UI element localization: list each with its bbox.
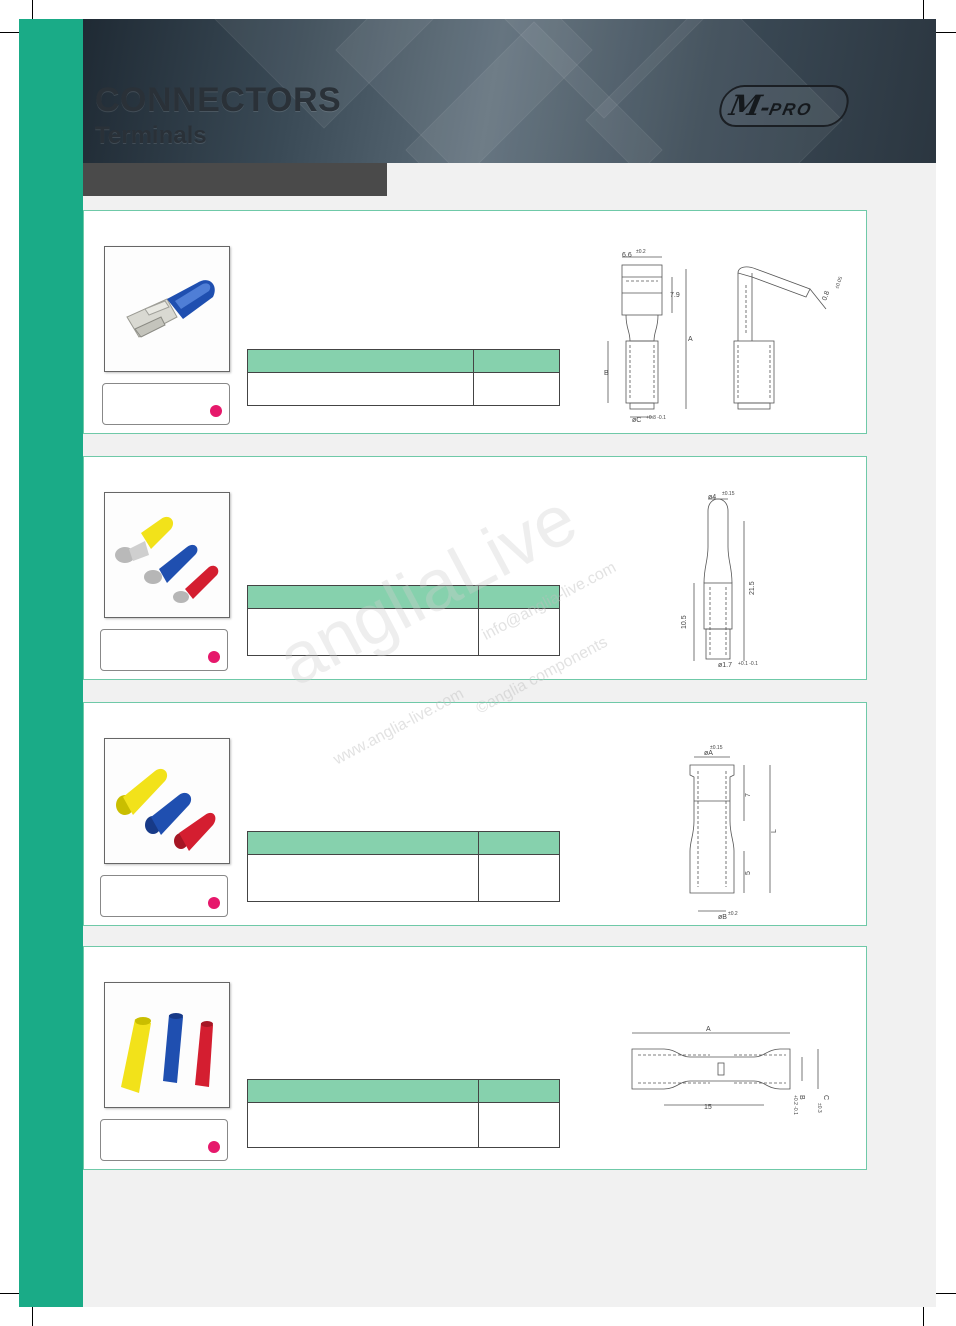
product-photo <box>104 982 230 1108</box>
brand-sidebar-stripe <box>19 19 83 1307</box>
spec-header-cell <box>247 831 479 855</box>
status-dot <box>208 1141 220 1153</box>
product-panel-female-bullet: øA ±0.15 7 5 L øB ±0.2 <box>83 702 867 926</box>
spec-cell <box>247 854 479 902</box>
piggyback-terminal-image <box>105 247 229 371</box>
crop-mark <box>934 32 956 33</box>
crop-mark <box>923 1304 924 1326</box>
spec-cell <box>247 1102 479 1148</box>
section-band <box>83 163 387 196</box>
crop-mark <box>0 32 22 33</box>
crop-mark <box>934 1293 956 1294</box>
dim-label: B <box>604 370 609 377</box>
dim-label: ±0.15 <box>710 745 723 751</box>
dimension-drawing: A 15 B +0.2 -0.1 C ±0.3 <box>614 1019 844 1119</box>
crop-mark <box>32 0 33 22</box>
page-header: CONNECTORS Terminals M-PRO <box>83 19 936 163</box>
spec-table <box>247 831 560 902</box>
product-panel-butt-connector: A 15 B +0.2 -0.1 C ±0.3 <box>83 946 867 1170</box>
spec-header-cell <box>247 585 479 609</box>
crop-mark <box>0 1293 22 1294</box>
spec-header-cell <box>478 1079 560 1103</box>
product-photo <box>104 246 230 372</box>
male-bullet-terminal-image <box>105 493 229 617</box>
dim-label: ±0.3 <box>816 1103 822 1113</box>
spec-header-cell <box>478 585 560 609</box>
spec-table <box>247 585 560 656</box>
spec-table <box>247 1079 560 1148</box>
dimension-drawing: ø4 ±0.15 21.5 10.5 ø1.7 +0.1 -0.1 <box>674 491 774 671</box>
dim-label: ±0.05 <box>834 276 844 290</box>
dim-label: ±0.2 <box>728 911 738 917</box>
product-photo <box>104 492 230 618</box>
spec-header-cell <box>247 1079 479 1103</box>
spec-cell <box>478 1102 560 1148</box>
spec-cell <box>247 372 474 406</box>
dim-label: +0.2 -0.1 <box>792 1095 798 1115</box>
female-bullet-terminal-image <box>105 739 229 863</box>
dim-label: A <box>688 336 693 343</box>
dim-label: 6.6 <box>622 252 632 259</box>
product-panel-male-bullet: ø4 ±0.15 21.5 10.5 ø1.7 +0.1 -0.1 <box>83 456 867 680</box>
dim-label: 7.9 <box>670 292 680 299</box>
status-dot <box>210 405 222 417</box>
spec-header-cell <box>247 349 474 373</box>
dim-label: 7 <box>745 793 752 797</box>
part-code-box <box>100 1119 228 1161</box>
dim-label: ±0.15 <box>722 491 735 497</box>
crop-mark <box>32 1304 33 1326</box>
dim-label: A <box>706 1026 711 1033</box>
dim-label: øB <box>718 914 727 921</box>
spec-cell <box>478 854 560 902</box>
part-code-box <box>100 629 228 671</box>
spec-cell <box>473 372 560 406</box>
dim-label: 10.5 <box>681 615 688 629</box>
dim-label: L <box>771 829 778 833</box>
dim-label: ±0.2 <box>636 249 646 255</box>
dim-label: C <box>822 1095 829 1100</box>
part-code-box <box>102 383 230 425</box>
spec-header-cell <box>473 349 560 373</box>
dim-label: øC <box>632 417 641 424</box>
dim-label: 21.5 <box>749 581 756 595</box>
dim-label: +0.3 -0.1 <box>646 415 666 421</box>
dim-label: 0.8 <box>821 290 831 302</box>
spec-header-cell <box>478 831 560 855</box>
crop-mark <box>923 0 924 22</box>
status-dot <box>208 897 220 909</box>
product-photo <box>104 738 230 864</box>
dim-label: B <box>798 1095 805 1100</box>
brand-logo: M-PRO <box>715 85 853 127</box>
page-subtitle: Terminals <box>95 122 207 149</box>
spec-table <box>247 349 560 406</box>
dim-label: ø4 <box>708 494 716 501</box>
dim-label: 5 <box>745 871 752 875</box>
dimension-drawing: 6.6 ±0.2 7.9 A B øC +0.3 -0.1 0.8 ±0.05 <box>596 245 856 427</box>
dim-label: øA <box>704 750 713 757</box>
product-panel-piggyback: 6.6 ±0.2 7.9 A B øC +0.3 -0.1 0.8 ±0.05 <box>83 210 867 434</box>
part-code-box <box>100 875 228 917</box>
dim-label: 15 <box>704 1104 712 1111</box>
dim-label: +0.1 -0.1 <box>738 661 758 667</box>
spec-cell <box>247 608 479 656</box>
dim-label: ø1.7 <box>718 662 732 669</box>
butt-connector-image <box>105 983 229 1107</box>
brand-logo-text: M-PRO <box>726 89 815 122</box>
dimension-drawing: øA ±0.15 7 5 L øB ±0.2 <box>678 741 788 923</box>
spec-cell <box>478 608 560 656</box>
page-title: CONNECTORS <box>95 81 342 119</box>
status-dot <box>208 651 220 663</box>
